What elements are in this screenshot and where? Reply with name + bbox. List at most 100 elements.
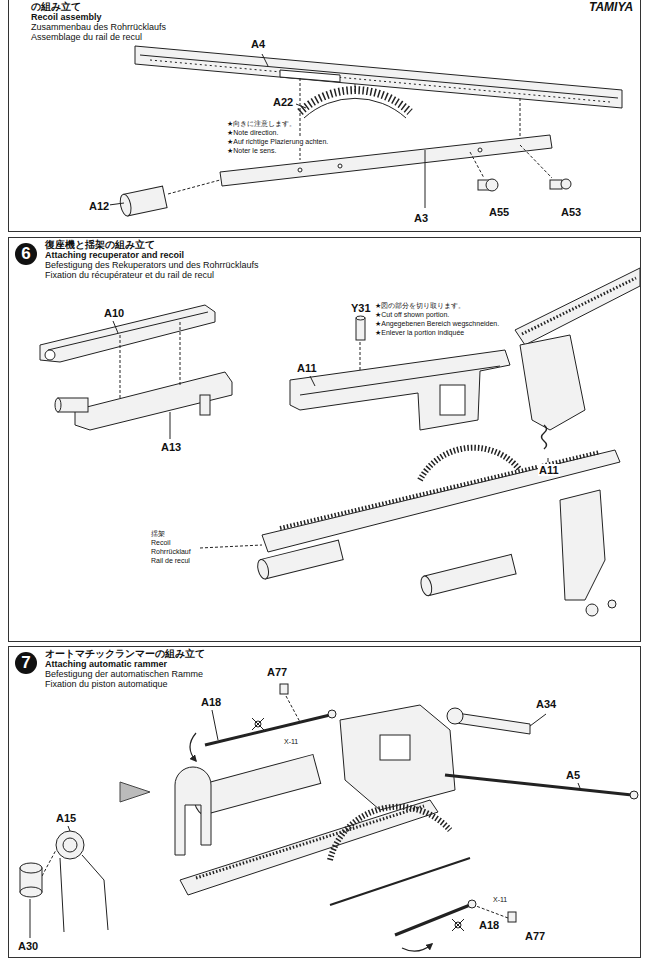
step-heading: の組み立てRecoil assemblyZusammenbau des Rohr… [9, 0, 170, 44]
leader-line [113, 321, 548, 548]
step-number: 6 [15, 243, 37, 265]
leader-line [578, 783, 580, 788]
cement-icon [252, 718, 264, 730]
assembly-line [42, 850, 56, 876]
rod-a18 [328, 710, 336, 718]
rail-a3 [478, 148, 482, 152]
step-title: Befestigung des Rekuperators und des Roh… [45, 260, 259, 270]
rammer-body [175, 705, 455, 895]
part-a15 [56, 831, 108, 932]
step-panel: 7 オートマチックランマーの組み立てAttaching automatic ram… [8, 646, 641, 958]
note-text: Rohrrücklauf [150, 548, 192, 556]
note-text: ★Auf richtige Plazierung achten. [226, 138, 329, 146]
direction-arrow [120, 782, 150, 802]
note-text: 揺架 [150, 530, 166, 538]
part-number: A53 [560, 206, 582, 218]
pin-y31 [356, 316, 365, 320]
part-number: A13 [160, 441, 182, 453]
part-a77 [280, 684, 516, 922]
cylinder-a12 [118, 186, 167, 217]
step-panel: 6 復座機と揺架の組み立てAttaching recuperator and re… [8, 237, 641, 642]
part-a10 [40, 305, 215, 362]
leader-line [200, 545, 262, 548]
leader-line [425, 150, 426, 208]
recoil-rail [261, 540, 343, 579]
note-text: Rail de recul [150, 557, 191, 565]
cradle-a11 [440, 385, 465, 415]
inset-view [542, 425, 547, 449]
part-number: A55 [488, 206, 510, 218]
leader-line [68, 826, 70, 831]
part-a10 [40, 305, 215, 362]
rotation-arrow [190, 733, 432, 951]
part-a55-a53 [478, 179, 571, 191]
part-a13 [55, 372, 232, 430]
step-title: 復座機と揺架の組み立て [45, 240, 259, 250]
step-number: 7 [15, 652, 37, 674]
cylinder-a12 [118, 193, 132, 217]
inset-view [515, 268, 640, 345]
heading-lines: 復座機と揺架の組み立てAttaching recuperator and rec… [45, 240, 259, 280]
rotation-arrow [190, 733, 196, 761]
note-text: ★向きに注意します。 [226, 120, 297, 128]
heading-lines: の組み立てRecoil assemblyZusammenbau des Rohr… [31, 2, 166, 42]
assembly-line [42, 696, 508, 918]
rammer-body [330, 807, 450, 860]
rammer-body [380, 735, 410, 760]
part-a15 [60, 858, 64, 932]
note-text: ★Noter le sens. [226, 147, 277, 155]
rammer-body [175, 767, 211, 855]
step-title: の組み立て [31, 2, 166, 12]
cylinder-a12 [118, 186, 167, 217]
recoil-rail [256, 540, 343, 580]
pin-y31 [356, 318, 365, 340]
part-a55-a53 [486, 179, 498, 191]
rail-a3 [220, 135, 552, 186]
rail-a3 [298, 168, 302, 172]
part-a77 [508, 912, 516, 922]
part-number: A77 [266, 666, 288, 678]
part-a10 [45, 350, 55, 360]
leader-line [109, 54, 425, 208]
step-panel: の組み立てRecoil assemblyZusammenbau des Rohr… [8, 0, 641, 232]
rail-a4 [280, 70, 340, 82]
leader-line [30, 899, 31, 938]
rammer-body [340, 705, 455, 810]
part-a13 [55, 398, 61, 412]
rod-a18 [468, 900, 476, 908]
rammer-body [197, 754, 321, 814]
recoil-rail [419, 554, 516, 596]
rod-a18 [205, 710, 476, 935]
part-a55-a53 [561, 179, 571, 189]
part-a13 [75, 372, 232, 430]
leader-line [262, 54, 268, 66]
part-a30 [20, 863, 42, 873]
assembly-line [520, 145, 552, 178]
handle-a34 [447, 708, 530, 734]
gear-a22 [300, 84, 410, 118]
direction-arrow [120, 782, 150, 802]
note-text: Recoil [150, 539, 171, 547]
part-a10 [48, 312, 208, 350]
inset-view [522, 278, 636, 334]
part-number: A12 [88, 200, 110, 212]
brand-logo: TAMIYA [588, 1, 634, 14]
part-number: A18 [200, 696, 222, 708]
assembly-line [286, 696, 300, 722]
rod-a5 [630, 791, 638, 799]
rail-a4 [150, 60, 610, 102]
part-number: Y31 [350, 302, 372, 314]
assembly-line [168, 78, 552, 194]
part-number: A34 [535, 698, 557, 710]
part-a30 [20, 863, 42, 897]
gear-a22 [355, 84, 356, 92]
rotation-arrow [402, 944, 432, 951]
note-text: ★Note direction. [226, 129, 279, 137]
leader-line [113, 321, 118, 333]
rammer-body [196, 806, 424, 878]
step-heading: 6 復座機と揺架の組み立てAttaching recuperator and re… [9, 238, 263, 282]
note-text: ★Angegebenen Bereich wegschneiden. [374, 320, 500, 328]
heading-lines: オートマチックランマーの組み立てAttaching automatic ramm… [45, 649, 205, 689]
note-text: ★図の部分を切り取ります。 [374, 302, 466, 310]
